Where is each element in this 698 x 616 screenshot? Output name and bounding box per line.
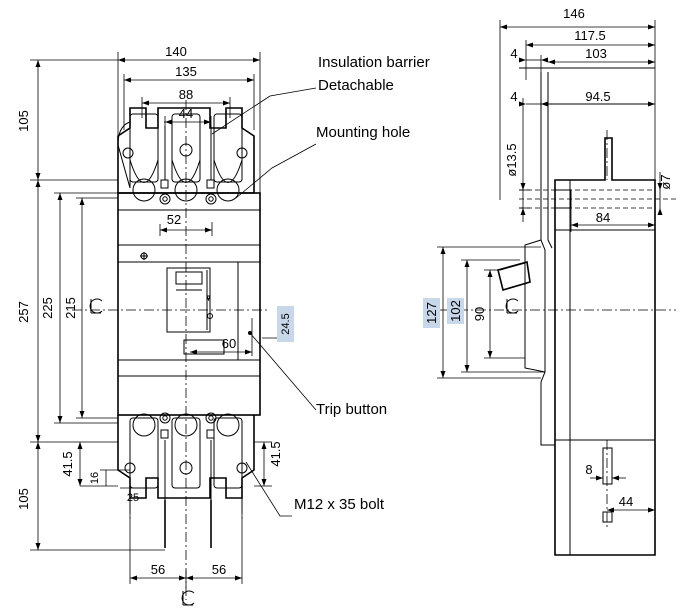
callout-bolt: M12 x 35 bolt [294, 496, 385, 513]
dim-44: 44 [179, 106, 193, 121]
dim-24-5: 24.5 [280, 313, 292, 334]
top-terminal-block [117, 107, 255, 194]
centerline-symbol-front [89, 298, 103, 314]
dim-215: 215 [63, 297, 78, 319]
centerline-symbol-side [505, 298, 519, 314]
dim-105-bottom: 105 [16, 488, 31, 510]
dim-56-left: 56 [151, 562, 165, 577]
dim-90: 90 [472, 307, 487, 321]
callout-mounting-hole: Mounting hole [316, 124, 410, 141]
side-view: 146 117.5 4 103 4 94.5 ø13.5 ø7 84 127 1… [423, 6, 677, 556]
dim-257: 257 [16, 301, 31, 323]
breaker-body [117, 192, 261, 416]
callout-insulation-barrier: Insulation barrier [318, 54, 430, 71]
dim-dia-13-5: ø13.5 [504, 143, 519, 176]
dim-8: 8 [585, 462, 592, 477]
dim-16: 16 [89, 472, 101, 484]
dim-127: 127 [424, 302, 439, 324]
dim-88: 88 [179, 87, 193, 102]
callout-detachable: Detachable [318, 77, 394, 94]
dim-135: 135 [175, 64, 197, 79]
dim-41-5-right: 41.5 [268, 441, 283, 466]
dim-60: 60 [222, 336, 236, 351]
front-view: 140 135 88 44 52 60 24.5 105 257 225 215… [16, 44, 430, 606]
dim-84: 84 [596, 210, 610, 225]
dim-4-top: 4 [510, 46, 517, 61]
handle-window [166, 267, 211, 333]
dim-41-5-left: 41.5 [60, 451, 75, 476]
dim-dia-7: ø7 [658, 174, 673, 189]
dim-102: 102 [448, 300, 463, 322]
side-body [554, 137, 656, 556]
dim-105-top: 105 [16, 110, 31, 132]
centerline-symbol-bottom [181, 590, 195, 606]
dim-4-second: 4 [510, 89, 517, 104]
dim-140: 140 [165, 44, 187, 59]
dim-52: 52 [167, 212, 181, 227]
dim-44-side: 44 [619, 494, 633, 509]
dim-94-5: 94.5 [585, 89, 610, 104]
dim-225: 225 [40, 297, 55, 319]
dim-117-5: 117.5 [574, 28, 606, 43]
dim-25: 25 [127, 492, 139, 504]
top-terminal-lugs [117, 113, 248, 205]
dim-103: 103 [585, 46, 607, 61]
dim-56-right: 56 [212, 562, 226, 577]
dim-146: 146 [563, 6, 585, 21]
callout-trip-button: Trip button [316, 401, 387, 418]
